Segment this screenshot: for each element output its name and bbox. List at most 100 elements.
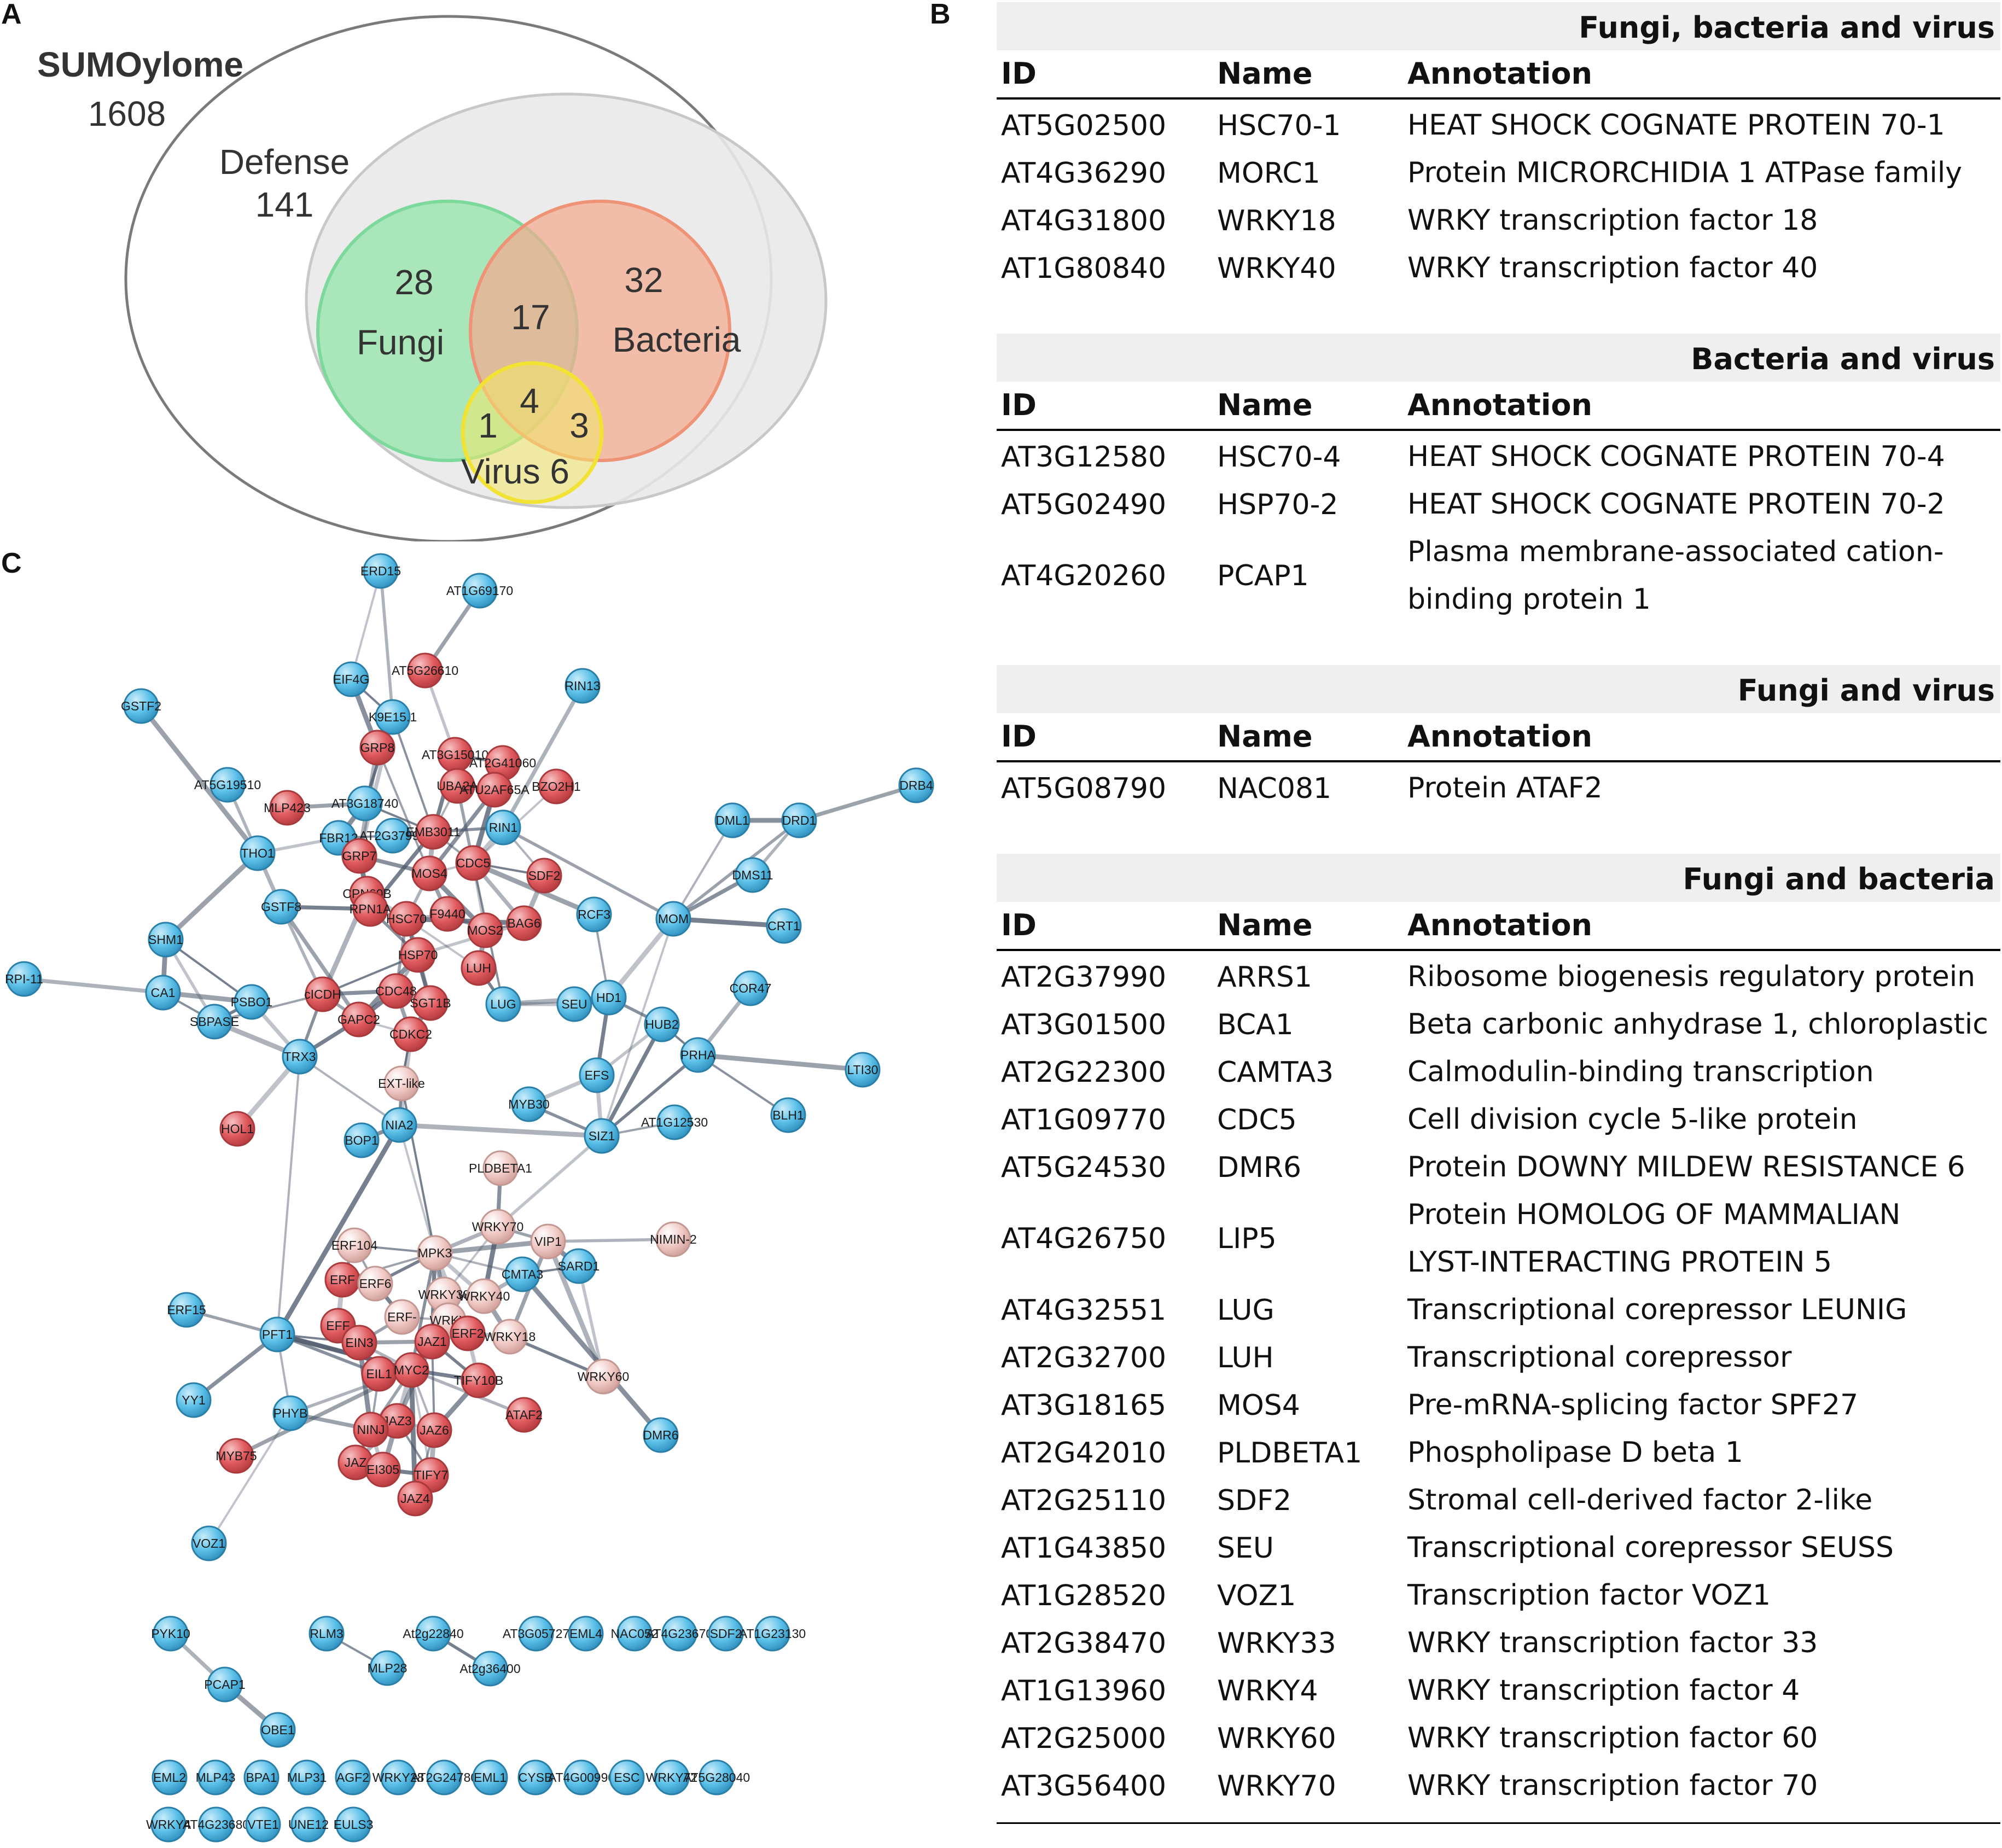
network-node[interactable]: CDC48: [375, 973, 417, 1009]
network-node[interactable]: JAZ1: [414, 1324, 450, 1360]
network-node[interactable]: SIZ1: [584, 1118, 620, 1154]
network-node[interactable]: EULS3: [334, 1806, 374, 1843]
network-node[interactable]: MOS2: [467, 912, 503, 948]
network-node[interactable]: EIF4G: [333, 661, 369, 697]
network-node[interactable]: SHM1: [148, 922, 184, 958]
network-node[interactable]: SDF2: [708, 1616, 744, 1652]
network-node[interactable]: ERF2: [450, 1315, 486, 1351]
network-node[interactable]: EXT-like: [378, 1065, 425, 1101]
network-node[interactable]: EML4: [568, 1616, 604, 1652]
network-node[interactable]: LUG: [485, 986, 521, 1022]
network-node[interactable]: JAZ6: [416, 1412, 452, 1448]
network-node[interactable]: At2g22840: [403, 1616, 464, 1652]
network-node[interactable]: DMR6: [643, 1417, 679, 1453]
network-node[interactable]: GRP7: [341, 838, 377, 874]
network-node[interactable]: EML2: [152, 1759, 188, 1795]
network-node[interactable]: AT5G26610: [392, 652, 458, 689]
network-node[interactable]: AT1G69170: [446, 573, 513, 609]
network-node[interactable]: MLP43: [196, 1759, 236, 1795]
network-node[interactable]: LTI30: [845, 1052, 881, 1088]
network-node[interactable]: AT4G23680: [183, 1806, 249, 1843]
network-node[interactable]: VOZ1: [191, 1525, 227, 1561]
network-node[interactable]: AGF2: [335, 1759, 371, 1795]
network-node[interactable]: GSTF8: [261, 889, 301, 925]
network-node[interactable]: EMB3011: [406, 814, 461, 850]
network-node[interactable]: SARD1: [558, 1248, 600, 1284]
network-node[interactable]: ERF104: [331, 1227, 378, 1263]
network-node[interactable]: WRKY70: [472, 1209, 524, 1245]
network-node[interactable]: BAG6: [506, 905, 542, 941]
network-node[interactable]: EFS: [579, 1057, 615, 1093]
network-node[interactable]: BPA1: [243, 1759, 280, 1795]
network-node[interactable]: AT1G12530: [641, 1104, 708, 1140]
network-node[interactable]: TIFY10B: [454, 1362, 504, 1398]
network-node[interactable]: PYK10: [151, 1616, 190, 1652]
network-node[interactable]: AT1G23130: [739, 1616, 806, 1652]
network-node[interactable]: AT2G37990: [359, 818, 426, 854]
network-node[interactable]: MLP28: [368, 1650, 408, 1686]
network-node[interactable]: PLDBETA1: [469, 1150, 532, 1186]
network-node[interactable]: MLP423: [264, 790, 311, 826]
network-node[interactable]: ATU2AF65A: [459, 772, 529, 808]
network-node[interactable]: BLH1: [770, 1097, 806, 1133]
network-node[interactable]: MPK3: [417, 1235, 453, 1271]
network-node[interactable]: ESC: [609, 1759, 645, 1795]
network-node[interactable]: WRKY4: [146, 1806, 191, 1843]
network-node[interactable]: SEU: [556, 986, 592, 1022]
network-node[interactable]: WRKY72: [646, 1759, 698, 1795]
network-node[interactable]: VIP1: [530, 1223, 566, 1260]
network-node[interactable]: AT5G19510: [194, 767, 261, 803]
network-node[interactable]: THO1: [240, 835, 276, 871]
network-node[interactable]: PFT1: [259, 1316, 295, 1353]
network-node[interactable]: COR47: [730, 970, 772, 1006]
network-node[interactable]: RIN1: [485, 809, 521, 846]
network-node[interactable]: MYB75: [216, 1438, 257, 1474]
network-node[interactable]: SDF2: [526, 858, 562, 894]
network-node[interactable]: EIN3: [341, 1325, 377, 1361]
network-node[interactable]: EI305: [365, 1451, 401, 1488]
network-node[interactable]: NIA2: [381, 1107, 417, 1143]
network-node[interactable]: cICDH: [304, 976, 341, 1012]
network-node[interactable]: BZO2H1: [532, 768, 581, 805]
network-node[interactable]: EML1: [472, 1759, 508, 1795]
network-node[interactable]: AT3G05727: [503, 1616, 569, 1652]
network-node[interactable]: VTE1: [245, 1806, 281, 1843]
network-node[interactable]: AT4G23670: [646, 1616, 713, 1652]
network-node[interactable]: HSC70: [386, 901, 427, 937]
network-node[interactable]: DMS11: [732, 857, 773, 893]
network-node[interactable]: SBPASE: [190, 1004, 239, 1040]
network-node[interactable]: HUB2: [644, 1006, 680, 1042]
network-node[interactable]: TRX3: [282, 1039, 318, 1075]
network-node[interactable]: HOL1: [219, 1111, 255, 1147]
network-node[interactable]: CDC5: [455, 845, 491, 881]
network-node[interactable]: MYC2: [393, 1352, 429, 1388]
network-node[interactable]: GSTF2: [121, 688, 161, 724]
network-node[interactable]: SGT1B: [410, 985, 451, 1021]
network-node[interactable]: WRKY40: [458, 1278, 510, 1314]
network-node[interactable]: CDKC2: [389, 1016, 432, 1052]
network-node[interactable]: CA1: [145, 975, 181, 1011]
network-node[interactable]: RPI-11: [5, 961, 43, 997]
network-node[interactable]: CRT1: [766, 908, 802, 944]
network-node[interactable]: NAC052: [611, 1616, 659, 1652]
network-node[interactable]: ERD15: [360, 553, 401, 589]
network-node[interactable]: CMTA3: [502, 1256, 543, 1292]
network-node[interactable]: BOP1: [344, 1122, 380, 1158]
network-node[interactable]: RLM3: [309, 1616, 345, 1652]
network-node[interactable]: WRKY60: [578, 1359, 630, 1395]
network-node[interactable]: UBA2A: [437, 768, 478, 804]
network-node[interactable]: MLP31: [287, 1759, 327, 1795]
network-node[interactable]: ERF6: [357, 1266, 393, 1302]
network-node[interactable]: PHYB: [272, 1395, 309, 1431]
network-node[interactable]: GRP8: [359, 730, 395, 766]
network-node[interactable]: PRHA: [680, 1037, 716, 1073]
network-node[interactable]: RIN13: [564, 668, 601, 704]
network-node[interactable]: MOS4: [411, 855, 447, 891]
network-node[interactable]: AT2G41060: [469, 745, 536, 781]
network-node[interactable]: AT3G15010: [422, 737, 488, 773]
network-node[interactable]: HSP70: [398, 937, 438, 973]
network-node[interactable]: K9E15.1: [369, 699, 417, 735]
network-node[interactable]: RCF3: [576, 896, 612, 932]
network-node[interactable]: WRKY18: [484, 1319, 536, 1355]
network-node[interactable]: NIMIN-2: [650, 1221, 697, 1257]
